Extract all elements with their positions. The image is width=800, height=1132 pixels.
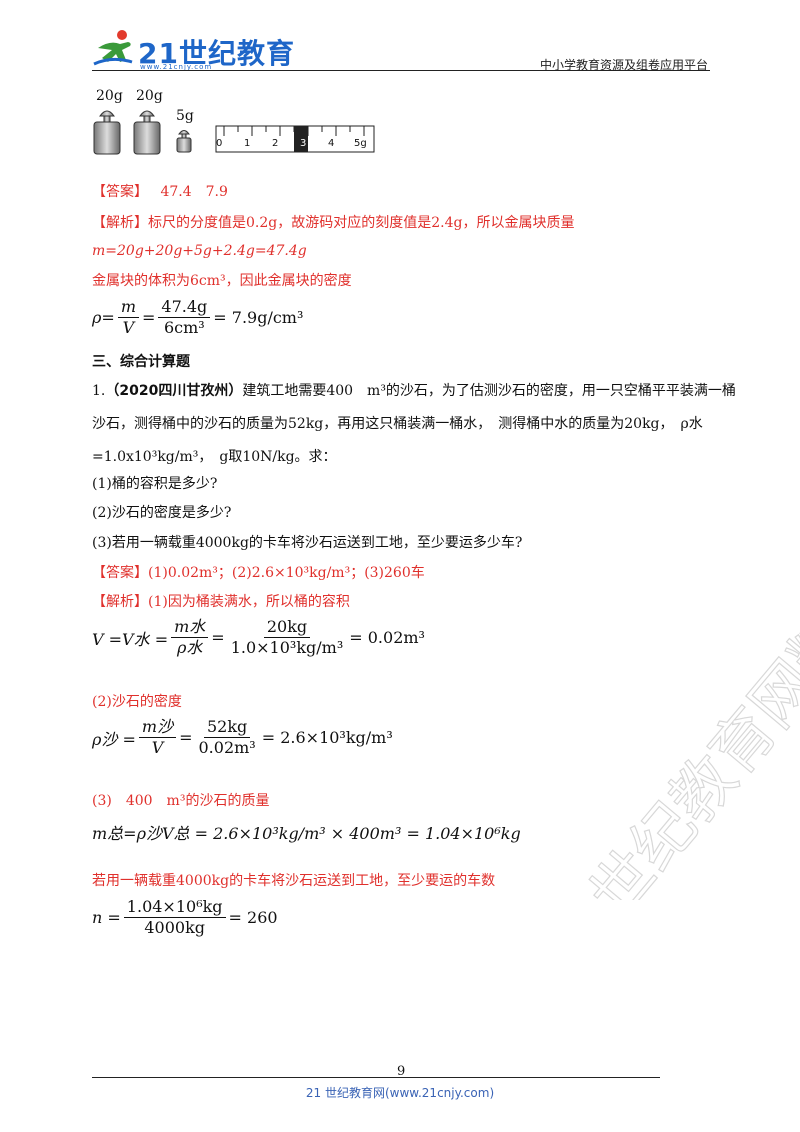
weights-figure: [93, 110, 375, 155]
ruler-tick: 0: [216, 138, 223, 149]
weight-20g-icon: [133, 110, 161, 155]
solution-answer: 【答案】(1)0.02m³；(2)2.6×10³kg/m³；(3)260车: [92, 563, 425, 583]
fraction-num: m沙: [138, 718, 177, 738]
question-line-1: 1.（2020四川甘孜州）建筑工地需要400 m³的沙石，为了估测沙石的密度，用…: [92, 381, 736, 401]
section-title: 三、综合计算题: [92, 354, 190, 370]
ruler-tick: 1: [244, 138, 251, 149]
solution-step-3: (3) 400 m³的沙石的质量: [92, 793, 270, 809]
ruler-tick-labels: 0 1 2 3 4 5g: [216, 138, 380, 152]
footer-text: 21 世纪教育网(www.21cnjy.com): [305, 1086, 495, 1100]
answer-tag: 【答案】: [92, 565, 148, 581]
fraction-num: 47.4g: [158, 298, 211, 318]
question-line-3: =1.0x10³kg/m³， g取10N/kg。求：: [92, 449, 337, 465]
prev-analysis-1: 【解析】标尺的分度值是0.2g，故游码对应的刻度值是2.4g，所以金属块质量: [92, 213, 574, 233]
fraction-den: 6cm³: [163, 318, 205, 337]
question-source: （2020四川甘孜州）: [105, 383, 243, 399]
formula-lhs: ρ=: [92, 308, 115, 327]
answer-value: 47.4 7.9: [160, 184, 228, 200]
fraction-den: V: [151, 738, 164, 757]
logo: [92, 28, 138, 70]
prev-answer: 【答案】 47.4 7.9: [92, 182, 228, 202]
fraction-num: 52kg: [203, 718, 251, 738]
formula-lhs: ρ沙 =: [92, 729, 136, 749]
header-divider: [92, 70, 710, 71]
weight-20g-icon: [93, 110, 121, 155]
fraction-num: m: [117, 298, 139, 318]
weight-5g-icon: [176, 130, 192, 153]
answer-text: (1)0.02m³；(2)2.6×10³kg/m³；(3)260车: [148, 565, 425, 581]
formula-result: = 0.02m³: [349, 628, 425, 647]
solution-step-4: 若用一辆载重4000kg的卡车将沙石运送到工地，至少要运的车数: [92, 873, 496, 889]
formula-result: = 2.6×10³kg/m³: [261, 728, 393, 747]
ruler-tick: 5g: [354, 138, 367, 149]
footer-divider: [92, 1077, 660, 1078]
question-sub-1: (1)桶的容积是多少?: [92, 476, 218, 492]
question-line-2: 沙石，测得桶中的沙石的质量为52kg，再用这只桶装满一桶水， 测得桶中水的质量为…: [92, 416, 703, 432]
solution-step-1: 【解析】(1)因为桶装满水，所以桶的容积: [92, 592, 350, 612]
weight-label-2: 20g: [136, 88, 163, 104]
runner-logo-icon: [93, 30, 133, 66]
analysis-tag: 【解析】: [92, 215, 148, 231]
analysis-text: 标尺的分度值是0.2g，故游码对应的刻度值是2.4g，所以金属块质量: [148, 215, 575, 231]
fraction-den: ρ水: [176, 638, 203, 657]
answer-tag: 【答案】: [92, 184, 148, 200]
logo-text: 21世纪教育: [138, 37, 295, 70]
question-number: 1.: [92, 383, 106, 399]
solution-step-2: (2)沙石的密度: [92, 694, 182, 710]
formula-mass: m总=ρ沙V总 = 2.6×10³kg/m³ × 400m³ = 1.04×10…: [92, 824, 521, 843]
fraction-num: 20kg: [263, 618, 311, 638]
question-sub-2: (2)沙石的密度是多少?: [92, 505, 232, 521]
weight-label-1: 20g: [96, 88, 123, 104]
watermark-text: 21世纪教育网精选资料: [525, 456, 800, 900]
analysis-text: (1)因为桶装满水，所以桶的容积: [148, 594, 350, 610]
prev-analysis-2: m=20g+20g+5g+2.4g=47.4g: [92, 243, 307, 259]
formula-lhs: n =: [92, 908, 121, 927]
ruler-tick: 2: [272, 138, 279, 149]
page-number: 9: [397, 1064, 406, 1079]
ruler-rider: [294, 126, 308, 152]
prev-analysis-3: 金属块的体积为6cm³，因此金属块的密度: [92, 273, 352, 289]
ruler-tick: 4: [328, 138, 335, 149]
question-sub-3: (3)若用一辆载重4000kg的卡车将沙石运送到工地，至少要运多少车?: [92, 535, 523, 551]
formula-lhs: V =V水 =: [92, 629, 169, 649]
watermark: 21世纪教育网精选资料: [524, 456, 800, 900]
fraction-den: V: [122, 318, 135, 337]
analysis-tag: 【解析】: [92, 594, 148, 610]
logo-url: www.21cnjy.com: [140, 63, 213, 71]
formula-result: = 260: [228, 908, 278, 927]
question-text: 建筑工地需要400 m³的沙石，为了估测沙石的密度，用一只空桶平平装满一桶: [242, 383, 736, 399]
ruler-scale: [215, 125, 375, 153]
fraction-den: 1.0×10³kg/m³: [230, 638, 344, 657]
ruler-tick: 3: [300, 138, 307, 149]
formula-result: = 7.9g/cm³: [213, 308, 304, 327]
fraction-num: m水: [171, 618, 209, 638]
fraction-den: 4000kg: [144, 918, 205, 937]
weight-label-3: 5g: [176, 108, 194, 124]
fraction-den: 0.02m³: [198, 738, 256, 757]
fraction-num: 1.04×10⁶kg: [123, 898, 226, 918]
platform-title: 中小学教育资源及组卷应用平台: [539, 58, 708, 72]
